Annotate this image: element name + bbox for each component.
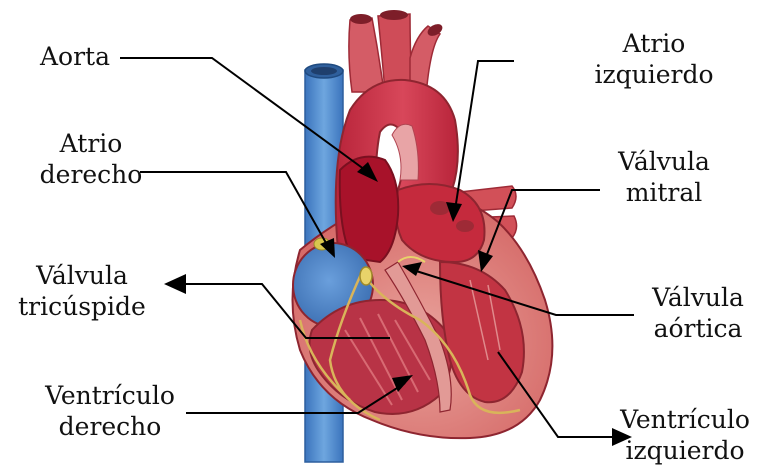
label-right-ventricle: Ventrículo derecho [30,380,190,442]
label-mitral-valve-line1: Válvula [600,146,728,177]
label-left-atrium-line2: izquierdo [589,59,719,90]
tricuspid-valve [360,267,372,285]
label-left-ventricle-line2: izquierdo [612,435,758,466]
label-right-atrium-line2: derecho [32,159,150,190]
leader-right-atrium [140,172,330,250]
label-mitral-valve-line2: mitral [600,177,728,208]
label-aortic-valve: Válvula aórtica [636,282,760,344]
label-left-ventricle: Ventrículo izquierdo [612,404,758,466]
label-left-atrium: Atrio izquierdo [589,28,719,90]
label-tricuspid-valve-line2: tricúspide [12,291,152,322]
label-aorta: Aorta [40,41,110,72]
label-aortic-valve-line2: aórtica [636,313,760,344]
label-right-atrium-line1: Atrio [32,128,150,159]
label-tricuspid-valve: Válvula tricúspide [12,260,152,322]
label-aorta-line1: Aorta [40,41,110,72]
label-aortic-valve-line1: Válvula [636,282,760,313]
label-tricuspid-valve-line1: Válvula [12,260,152,291]
label-left-ventricle-line1: Ventrículo [612,404,758,435]
label-mitral-valve: Válvula mitral [600,146,728,208]
label-right-ventricle-line2: derecho [30,411,190,442]
label-left-atrium-line1: Atrio [589,28,719,59]
label-right-ventricle-line1: Ventrículo [30,380,190,411]
arrow-tricuspid-valve [164,274,186,294]
label-right-atrium: Atrio derecho [32,128,150,190]
